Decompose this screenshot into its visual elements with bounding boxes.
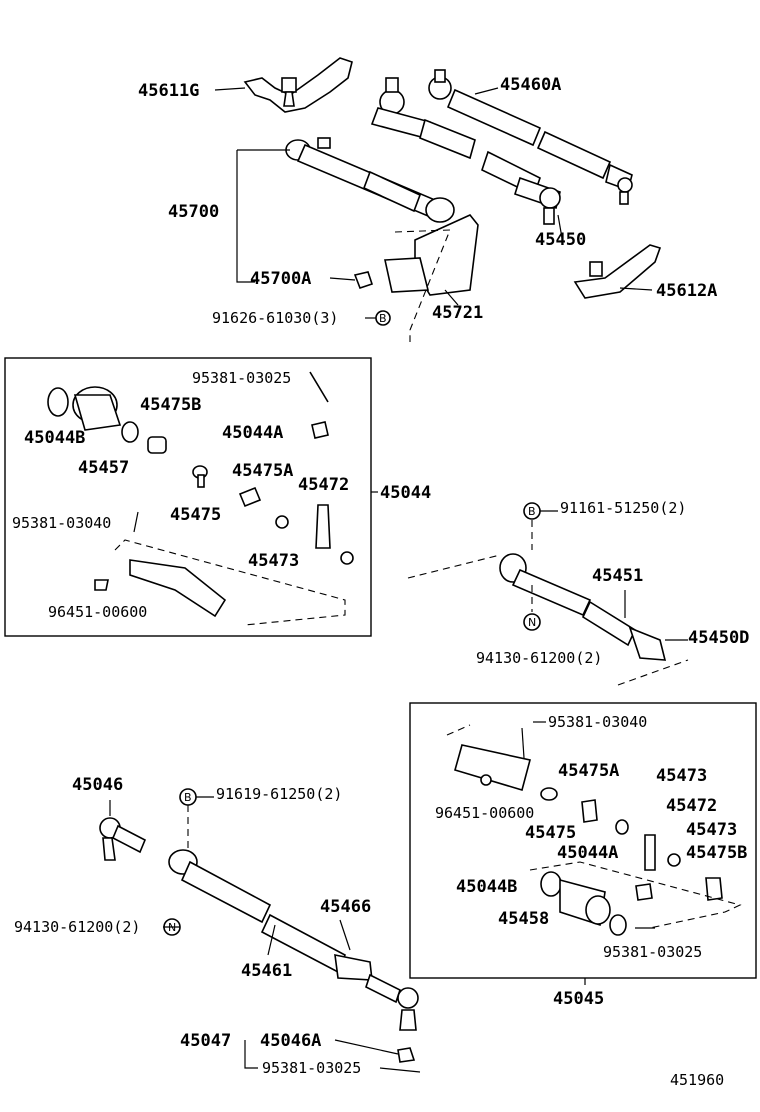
label-94130-61200-a: 94130-61200(2) [476, 649, 602, 667]
label-45475B-b: 45475B [686, 843, 747, 863]
label-45044B-a: 45044B [24, 428, 85, 448]
leader-45700A [329, 277, 356, 281]
callout-b-text-2: B [528, 505, 536, 518]
leader-45611G [214, 87, 246, 91]
box-45044 [4, 357, 372, 637]
label-45475B-a: 45475B [140, 395, 201, 415]
label-45044B-b: 45044B [456, 877, 517, 897]
pitman-arm-45611G [243, 57, 353, 113]
socket-parts-45044 [47, 371, 354, 618]
dashed-45721 [394, 229, 451, 342]
leader-45466 [339, 919, 351, 951]
label-45044A-b: 45044A [557, 843, 618, 863]
dashed-45451-right [617, 659, 689, 686]
label-94130-61200-b: 94130-61200(2) [14, 918, 140, 936]
leader-45450 [557, 214, 563, 239]
label-95381-03040-b: 95381-03040 [548, 713, 647, 731]
label-45046A: 45046A [260, 1031, 321, 1051]
label-45475A-a: 45475A [232, 461, 293, 481]
label-45475-a: 45475 [170, 505, 221, 525]
leader-45046A [334, 1039, 399, 1055]
label-45473-c: 45473 [686, 820, 737, 840]
label-95381-03025-a: 95381-03025 [192, 369, 291, 387]
callout-b-text-3: B [184, 791, 192, 804]
drag-link-45700 [285, 137, 455, 223]
diagram-id: 451960 [670, 1071, 724, 1089]
label-45611G: 45611G [138, 81, 199, 101]
label-45475A-b: 45475A [558, 761, 619, 781]
bracket-45047 [244, 1040, 258, 1069]
leader-45460A [474, 87, 499, 95]
label-45473-b: 45473 [656, 766, 707, 786]
callout-n-text-1: N [528, 616, 536, 629]
label-45046: 45046 [72, 775, 123, 795]
label-96451-00600-a: 96451-00600 [48, 603, 147, 621]
label-96451-00600-b: 96451-00600 [435, 804, 534, 822]
label-45472-a: 45472 [298, 475, 349, 495]
label-45612A: 45612A [656, 281, 717, 301]
leader-45612A [619, 287, 653, 291]
label-95381-03040-a: 95381-03040 [12, 514, 111, 532]
label-45700A: 45700A [250, 269, 311, 289]
tie-rod-assembly-45450 [370, 77, 561, 225]
bracket-45700 [236, 150, 255, 283]
label-45044A-a: 45044A [222, 423, 283, 443]
label-91619-61250: 91619-61250(2) [216, 785, 342, 803]
label-45451: 45451 [592, 566, 643, 586]
callout-n-text-2: N [168, 921, 176, 934]
label-45450: 45450 [535, 230, 586, 250]
nut-45700A [353, 271, 374, 290]
label-45721: 45721 [432, 303, 483, 323]
relay-rod-45460A [428, 69, 633, 205]
leader-95381-c [379, 1067, 421, 1073]
label-45475-b: 45475 [525, 823, 576, 843]
label-45457: 45457 [78, 458, 129, 478]
label-45045: 45045 [553, 989, 604, 1009]
label-45460A: 45460A [500, 75, 561, 95]
idler-arm-45612A [573, 244, 662, 299]
label-91161-51250: 91161-51250(2) [560, 499, 686, 517]
tie-rod-45461 [168, 849, 419, 1031]
leader-45721 [444, 289, 459, 306]
dashed-45045-top [446, 724, 471, 736]
tie-rod-end-45046 [99, 817, 147, 861]
label-95381-03025-b: 95381-03025 [603, 943, 702, 961]
leader-45461 [267, 924, 276, 956]
tie-rod-45451 [499, 553, 667, 661]
label-45450D: 45450D [688, 628, 749, 648]
bracket-45721 [384, 214, 479, 296]
nut-45046A [397, 1047, 416, 1063]
box-45045 [409, 702, 757, 979]
dashed-45045-bottom [529, 861, 742, 929]
label-45473-a: 45473 [248, 551, 299, 571]
label-95381-03025-c: 95381-03025 [262, 1059, 361, 1077]
label-45472-b: 45472 [666, 796, 717, 816]
label-45466: 45466 [320, 897, 371, 917]
label-45700: 45700 [168, 202, 219, 222]
callout-b-text-1: B [379, 312, 387, 325]
label-45461: 45461 [241, 961, 292, 981]
label-45047: 45047 [180, 1031, 231, 1051]
dashed-45451-left [407, 554, 501, 579]
callout-n-1 [523, 613, 541, 631]
label-45458: 45458 [498, 909, 549, 929]
socket-parts-45045 [454, 727, 723, 936]
label-91626-61030: 91626-61030(3) [212, 309, 338, 327]
label-45044: 45044 [380, 483, 431, 503]
dashed-45044 [114, 539, 346, 626]
